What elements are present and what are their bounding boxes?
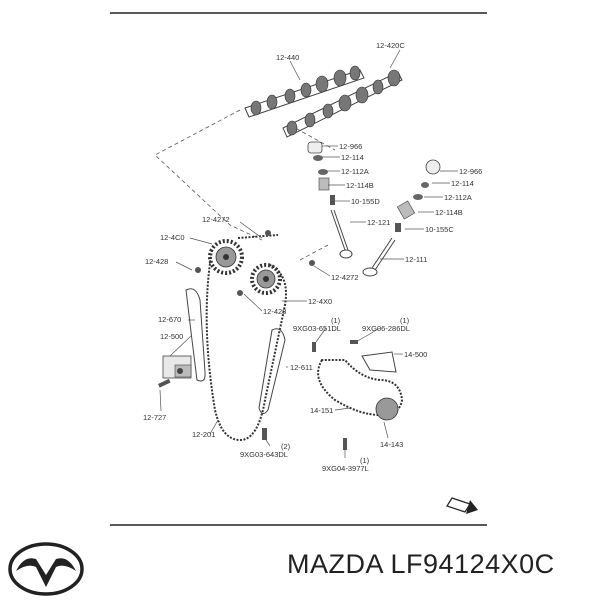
exhaust-cam-sprocket xyxy=(250,263,282,295)
timing-chain xyxy=(205,249,287,442)
part-label: 12-440 xyxy=(276,53,299,62)
part-label: 14-151 xyxy=(310,406,333,415)
part-quantity: (2) xyxy=(281,442,291,451)
part-label: 12-428 xyxy=(263,307,286,316)
part-quantity: (1) xyxy=(400,316,410,325)
part-label: 12-611 xyxy=(290,363,313,372)
part-label: 14-143 xyxy=(380,440,403,449)
part-label: 12-114 xyxy=(451,179,474,188)
part-label: 12-201 xyxy=(192,430,215,439)
part-label: 12-420C xyxy=(376,41,405,50)
part-label: 10-155C xyxy=(425,225,454,234)
part-label: 9XG06-286DL xyxy=(362,324,410,333)
part-label: 12-4C0 xyxy=(160,233,185,242)
part-label: 9XG03-643DL xyxy=(240,450,288,459)
bolts xyxy=(157,230,358,450)
part-label: 12-111 xyxy=(405,255,427,264)
part-number-caption: MAZDA LF94124X0C xyxy=(287,549,555,579)
part-label: 12-966 xyxy=(339,142,362,151)
part-label: 9XG03-651DL xyxy=(293,324,341,333)
part-label: 12-114B xyxy=(435,208,463,217)
part-label: 12-4272 xyxy=(331,273,359,282)
dashed-guide-lower xyxy=(299,244,329,261)
timing-gear-cluster xyxy=(237,234,279,239)
part-label: 12-112A xyxy=(444,193,472,202)
part-label: 12-727 xyxy=(143,413,166,422)
part-label: 12-4272 xyxy=(202,215,230,224)
leader-lines xyxy=(159,49,458,458)
part-label: 9XG04-3977L xyxy=(322,464,369,473)
oil-pump-tensioner-14-500 xyxy=(361,351,397,373)
intake-cam-sprocket xyxy=(208,239,244,275)
valve-train-left xyxy=(307,141,353,259)
part-label: 12-670 xyxy=(158,315,181,324)
camshaft-exhaust xyxy=(282,69,403,138)
part-label: 12-428 xyxy=(145,257,168,266)
part-label: 12-121 xyxy=(367,218,390,227)
oil-pump-sprocket xyxy=(375,397,399,421)
camshaft-intake xyxy=(244,65,365,118)
dashed-guide-left xyxy=(154,109,263,241)
part-quantity: (1) xyxy=(360,456,370,465)
valve-train-right xyxy=(362,159,441,277)
part-quantity: (1) xyxy=(331,316,341,325)
chain-tensioner-12-500 xyxy=(162,355,192,379)
part-label: 12-500 xyxy=(160,332,183,341)
part-label: 12-966 xyxy=(459,167,482,176)
part-label: 12-114B xyxy=(346,181,374,190)
front-direction-arrow-icon xyxy=(446,497,478,514)
part-label: 12-4X0 xyxy=(308,297,332,306)
part-label: 14-500 xyxy=(404,350,427,359)
part-label: 10-155D xyxy=(351,197,380,206)
tensioner-arm-12-611 xyxy=(258,328,286,414)
part-labels: 12-440 12-420C 12-966 12-114 12-112A 12-… xyxy=(143,41,482,473)
chain-guide-12-670 xyxy=(185,288,206,382)
part-label: 12-114 xyxy=(341,153,364,162)
part-label: 12-112A xyxy=(341,167,369,176)
mazda-logo-icon xyxy=(8,542,84,596)
